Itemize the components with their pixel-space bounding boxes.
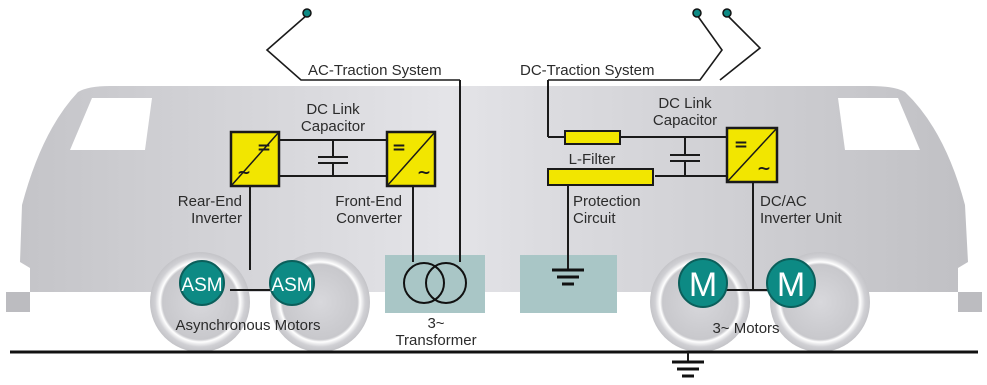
svg-text:M: M: [689, 266, 717, 304]
ac-traction-system-label: AC-Traction System: [308, 62, 442, 79]
rear-end-label-1: Rear-End: [178, 193, 242, 210]
transformer-icon: [403, 262, 467, 304]
dc-pantograph-contact-icon-1: [692, 8, 702, 18]
dcac-dc-symbol: =: [734, 135, 748, 155]
ac-wiring: [230, 80, 461, 291]
protection-label-2: Circuit: [573, 210, 616, 227]
l-filter-label: L-Filter: [569, 151, 616, 168]
rear-inverter-ac-symbol: ~: [237, 163, 251, 183]
dcac-label-2: Inverter Unit: [760, 210, 843, 227]
dc-traction-system-label: DC-Traction System: [520, 62, 654, 79]
svg-text:ASM: ASM: [181, 275, 222, 296]
transformer-label-1: 3~: [427, 315, 444, 332]
front-converter-dc-symbol: =: [392, 138, 406, 158]
transformer-box: [385, 255, 485, 313]
asm-motor-2: ASM: [269, 260, 315, 306]
rail-ground-icon: [672, 352, 704, 378]
svg-text:ASM: ASM: [271, 275, 312, 296]
front-end-label-1: Front-End: [335, 193, 402, 210]
dcac-ac-symbol: ~: [757, 159, 771, 179]
ac-pantograph: [265, 8, 460, 81]
internal-ground-icon: [552, 268, 584, 286]
left-window: [70, 98, 152, 150]
dc-link-left-label-2: Capacitor: [301, 118, 365, 135]
front-converter-ac-symbol: ~: [417, 163, 431, 183]
dc-link-left-label-1: DC Link: [306, 101, 360, 118]
motors-3-label: 3~ Motors: [712, 320, 779, 337]
dc-link-right-label-2: Capacitor: [653, 112, 717, 129]
front-end-converter-block: = ~: [385, 130, 437, 188]
rear-end-inverter-block: = ~: [229, 130, 281, 188]
transformer-label-2: Transformer: [395, 332, 476, 349]
dc-pantograph: [548, 8, 762, 81]
right-window: [838, 98, 920, 150]
right-buffer: [958, 292, 982, 312]
dc-link-right-label-1: DC Link: [658, 95, 712, 112]
rear-end-label-2: Inverter: [191, 210, 242, 227]
dcac-label-1: DC/AC: [760, 193, 807, 210]
rear-inverter-dc-symbol: =: [257, 138, 271, 158]
protection-circuit-block: [547, 168, 654, 186]
m-motor-2: M: [766, 258, 816, 308]
m-motor-1: M: [678, 258, 728, 308]
left-buffer: [6, 292, 30, 312]
dcac-inverter-block: = ~: [725, 126, 779, 184]
dc-wiring: [547, 80, 768, 291]
dc-pantograph-contact-icon-2: [722, 8, 732, 18]
protection-label-1: Protection: [573, 193, 641, 210]
l-filter-block: [564, 130, 621, 145]
svg-text:M: M: [777, 266, 805, 304]
front-end-label-2: Converter: [336, 210, 402, 227]
asm-motor-1: ASM: [179, 260, 225, 306]
asynchronous-motors-label: Asynchronous Motors: [175, 317, 320, 334]
ac-pantograph-contact-icon: [302, 8, 312, 18]
